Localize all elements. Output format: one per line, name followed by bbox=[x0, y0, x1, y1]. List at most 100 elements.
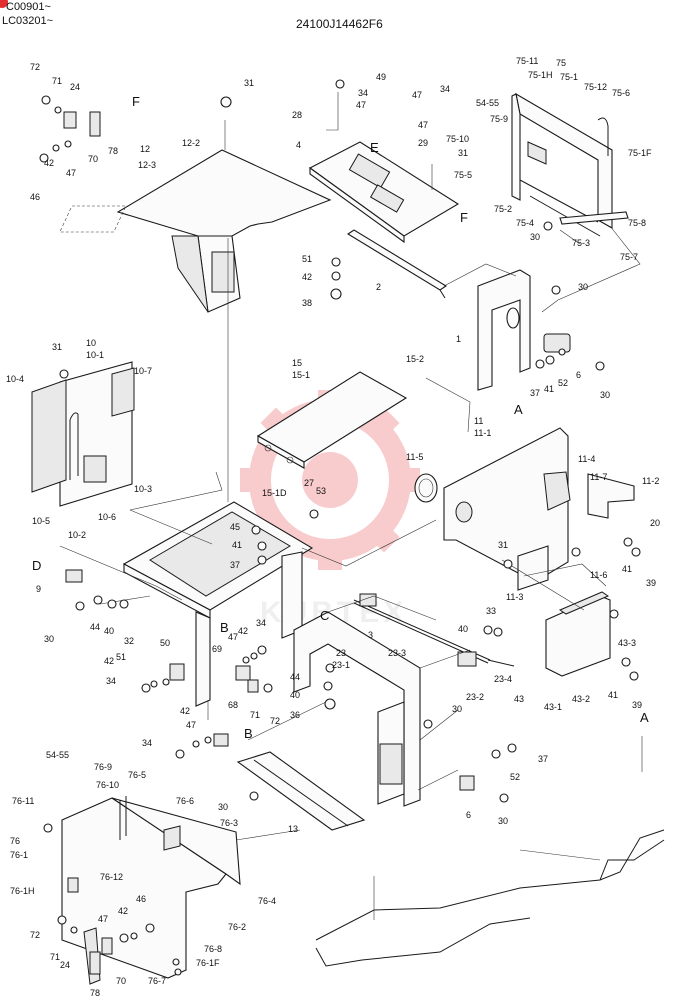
part-callout: 47 bbox=[412, 90, 422, 100]
part-23-rod-assembly bbox=[353, 593, 515, 667]
part-callout: 30 bbox=[600, 390, 610, 400]
view-letter-F-left: F bbox=[132, 94, 140, 109]
part-callout: 4 bbox=[296, 140, 301, 150]
part-callout: 23-4 bbox=[494, 674, 512, 684]
part-callout: 10-1 bbox=[86, 350, 104, 360]
part-callout: 31 bbox=[52, 342, 62, 352]
part-callout: 51 bbox=[116, 652, 126, 662]
part-callout: 75-10 bbox=[446, 134, 469, 144]
part-callout: 41 bbox=[544, 384, 554, 394]
part-callout: 78 bbox=[108, 146, 118, 156]
serial-range-2: LC03201~ bbox=[2, 15, 54, 27]
part-callout: 75-11 bbox=[516, 56, 538, 66]
part-callout: 12-3 bbox=[138, 160, 156, 170]
part-callout: 75-5 bbox=[454, 170, 472, 180]
part-callout: 11 bbox=[474, 416, 483, 426]
part-callout: 72 bbox=[30, 62, 40, 72]
part-callout: 31 bbox=[498, 540, 508, 550]
part-callout: 10-5 bbox=[32, 516, 50, 526]
part-callout: 42 bbox=[238, 626, 248, 636]
part-callout: 1 bbox=[456, 334, 461, 344]
part-callout: 34 bbox=[440, 84, 450, 94]
part-callout: 39 bbox=[646, 578, 656, 588]
part-callout: 75-3 bbox=[572, 238, 590, 248]
part-callout: 70 bbox=[88, 154, 98, 164]
part-callout: 38 bbox=[302, 298, 312, 308]
part-callout: 52 bbox=[558, 378, 568, 388]
part-callout: 15 bbox=[292, 358, 302, 368]
part-callout: 36 bbox=[290, 710, 300, 720]
part-callout: 76-12 bbox=[100, 872, 123, 882]
part-callout: 47 bbox=[66, 168, 76, 178]
part-callout: 11-1 bbox=[474, 428, 491, 438]
part-callout: 75-1H bbox=[528, 70, 553, 80]
part-callout: 30 bbox=[530, 232, 540, 242]
part-callout: 78 bbox=[90, 988, 100, 998]
part-4-floor-frame bbox=[122, 501, 314, 707]
part-callout: 75-1 bbox=[560, 72, 578, 82]
part-callout: 53 bbox=[316, 486, 326, 496]
part-callout: 43-2 bbox=[572, 694, 590, 704]
part-callout: 11-4 bbox=[578, 454, 595, 464]
status-dot bbox=[0, 0, 8, 8]
part-callout: 6 bbox=[466, 810, 471, 820]
part-callout: 40 bbox=[458, 624, 468, 634]
part-callout: 29 bbox=[418, 138, 428, 148]
part-10-side-panel bbox=[31, 361, 135, 507]
part-callout: 33 bbox=[486, 606, 496, 616]
part-75-rear-frame bbox=[511, 92, 629, 237]
part-callout: 47 bbox=[98, 914, 108, 924]
floor-outline bbox=[315, 829, 665, 967]
part-callout: 10-7 bbox=[134, 366, 152, 376]
part-callout: 54-55 bbox=[476, 98, 499, 108]
view-letter-A-top: A bbox=[514, 402, 523, 417]
part-callout: 75-7 bbox=[620, 252, 638, 262]
part-callout: 31 bbox=[458, 148, 468, 158]
part-callout: 43-1 bbox=[544, 702, 562, 712]
part-callout: 45 bbox=[230, 522, 240, 532]
part-callout: 50 bbox=[160, 638, 170, 648]
view-letter-E: E bbox=[370, 140, 379, 155]
part-callout: 76-9 bbox=[94, 762, 112, 772]
part-callout: 42 bbox=[104, 656, 114, 666]
part-callout: 75-6 bbox=[612, 88, 630, 98]
part-callout: 71 bbox=[50, 952, 60, 962]
part-callout: 46 bbox=[30, 192, 40, 202]
part-callout: 75 bbox=[556, 58, 566, 68]
part-callout: 69 bbox=[212, 644, 222, 654]
part-callout: 10-6 bbox=[98, 512, 116, 522]
part-callout: 30 bbox=[578, 282, 588, 292]
part-callout: 34 bbox=[256, 618, 266, 628]
part-callout: 15-2 bbox=[406, 354, 424, 364]
part-callout: 71 bbox=[250, 710, 260, 720]
part-callout: 47 bbox=[186, 720, 196, 730]
part-callout: 52 bbox=[510, 772, 520, 782]
part-callout: 43-3 bbox=[618, 638, 636, 648]
part-number-callouts: 7271247870474246311212-312-2493447342847… bbox=[6, 56, 660, 998]
view-letters: F E F A D B B C A bbox=[32, 94, 649, 741]
part-callout: 11-6 bbox=[590, 570, 607, 580]
part-callout: 51 bbox=[302, 254, 312, 264]
part-callout: 76-1H bbox=[10, 886, 35, 896]
part-callout: 24 bbox=[60, 960, 70, 970]
part-callout: 72 bbox=[30, 930, 40, 940]
part-callout: 75-1F bbox=[628, 148, 652, 158]
part-callout: 23-1 bbox=[332, 660, 350, 670]
part-callout: 20 bbox=[650, 518, 660, 528]
part-callout: 76-5 bbox=[128, 770, 146, 780]
part-callout: 31 bbox=[244, 78, 254, 88]
part-callout: 37 bbox=[230, 560, 240, 570]
part-3-frame bbox=[293, 611, 421, 807]
part-callout: 30 bbox=[452, 704, 462, 714]
part-callout: 75-4 bbox=[516, 218, 534, 228]
part-callout: 37 bbox=[538, 754, 548, 764]
part-callout: 42 bbox=[118, 906, 128, 916]
part-callout: 72 bbox=[270, 716, 280, 726]
part-callout: 15-1D bbox=[262, 488, 287, 498]
part-11-right-panel bbox=[414, 427, 635, 591]
part-callout: 12 bbox=[140, 144, 150, 154]
part-callout: 75-12 bbox=[584, 82, 607, 92]
part-callout: 47 bbox=[228, 632, 238, 642]
part-callout: 23-2 bbox=[466, 692, 484, 702]
